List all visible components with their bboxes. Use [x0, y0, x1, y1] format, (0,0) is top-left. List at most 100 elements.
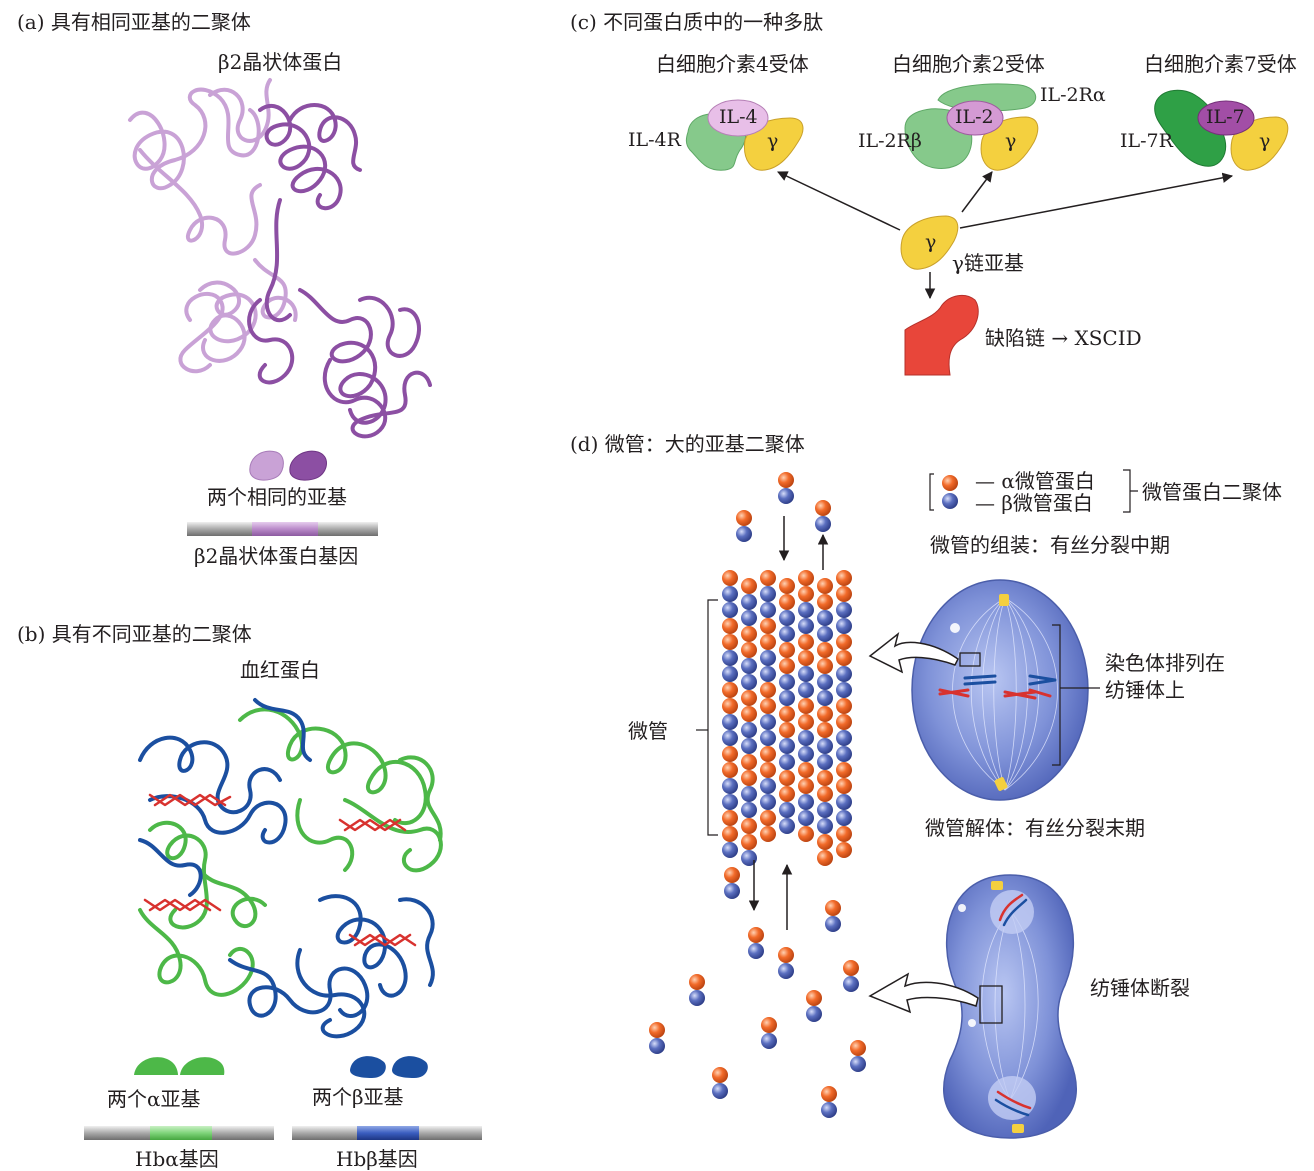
il7-receptor-complex [1154, 89, 1289, 171]
alpha-tubulin-subunit [825, 900, 841, 916]
alpha-tubulin-subunit [741, 690, 757, 706]
gamma-chain-arrows [777, 171, 1234, 300]
alpha-tubulin-subunit [779, 578, 795, 594]
beta-tubulin-subunit [779, 674, 795, 690]
il4-label: IL-4 [719, 106, 758, 128]
hb-beta-gene-caption: Hbβ基因 [336, 1147, 418, 1171]
beta-tubulin-subunit [760, 586, 776, 602]
beta-tubulin-subunit [798, 730, 814, 746]
defective-chain [904, 294, 979, 376]
beta-tubulin-subunit [817, 690, 833, 706]
gamma-chain-symbol: γ [925, 231, 937, 253]
beta-tubulin-subunit [779, 738, 795, 754]
beta-tubulin-subunit [843, 976, 859, 992]
il2-label: IL-2 [955, 106, 994, 128]
hb-beta-gene-bar [292, 1126, 482, 1140]
beta-tubulin-subunit [741, 738, 757, 754]
microtubule-cylinder [722, 570, 852, 866]
alpha-tubulin-subunit [798, 714, 814, 730]
alpha-tubulin-subunit [722, 618, 738, 634]
alpha-tubulin-subunit [817, 594, 833, 610]
alpha-tubulin-subunit [748, 927, 764, 943]
two-beta-subunits-icon [350, 1056, 428, 1078]
il7-label: IL-7 [1206, 106, 1245, 128]
il2-gamma-label: γ [1005, 130, 1017, 152]
beta-tubulin-subunit [722, 778, 738, 794]
spindle-break-label: 纺锤体断裂 [1090, 976, 1190, 1000]
alpha-tubulin-subunit [722, 762, 738, 778]
alpha-tubulin-subunit [836, 634, 852, 650]
beta-tubulin-subunit [798, 746, 814, 762]
alpha-tubulin-subunit [760, 618, 776, 634]
alpha-tubulin-subunit [722, 810, 738, 826]
tubulin-legend-dimer [929, 469, 1138, 513]
beta-tubulin-subunit [836, 666, 852, 682]
alpha-tubulin-subunit [779, 594, 795, 610]
alpha-tubulin-subunit [836, 842, 852, 858]
alpha-tubulin-subunit [760, 746, 776, 762]
beta-tubulin-subunit [798, 618, 814, 634]
alpha-tubulin-subunit [817, 786, 833, 802]
beta-tubulin-subunit [825, 916, 841, 932]
alpha-tubulin-subunit [741, 578, 757, 594]
beta-tubulin-subunit [779, 818, 795, 834]
alpha-tubulin-subunit [843, 960, 859, 976]
alpha-tubulin-subunit [779, 658, 795, 674]
beta-tubulin-subunit [817, 818, 833, 834]
alpha-tubulin-subunit [798, 698, 814, 714]
beta2-crystallin-title: β2晶状体蛋白 [218, 50, 343, 74]
panel-c-heading: (c) 不同蛋白质中的一种多肽 [570, 10, 824, 34]
alpha-tubulin-subunit [806, 990, 822, 1006]
alpha-tubulin-subunit [778, 947, 794, 963]
beta2-crystallin-gene-bar [187, 522, 378, 536]
hb-alpha-gene-bar [84, 1126, 274, 1140]
two-identical-subunits-icon [249, 450, 327, 481]
alpha-tubulin-subunit [741, 834, 757, 850]
beta-tubulin-subunit [836, 682, 852, 698]
beta-tubulin-subunit [817, 754, 833, 770]
two-alpha-subunits-icon [134, 1057, 225, 1075]
beta-tubulin-subunit [760, 778, 776, 794]
beta-tubulin-subunit [779, 754, 795, 770]
alpha-tubulin-subunit [736, 510, 752, 526]
beta-tubulin-subunit [779, 610, 795, 626]
il4r-label: IL-4R [628, 129, 681, 151]
panel-d-heading: (d) 微管：大的亚基二聚体 [570, 432, 805, 456]
beta-tubulin-subunit [798, 682, 814, 698]
il4-receptor-complex [685, 99, 804, 171]
alpha-tubulin-subunit [741, 754, 757, 770]
alpha-tubulin-subunit [760, 698, 776, 714]
alpha-tubulin-subunit [722, 570, 738, 586]
chromosome-label-line2: 纺锤体上 [1105, 678, 1185, 702]
il4-gamma-label: γ [767, 130, 779, 152]
beta-tubulin-subunit [836, 602, 852, 618]
alpha-tubulin-subunit [817, 578, 833, 594]
alpha-tubulin-subunit [836, 714, 852, 730]
beta-tubulin-subunit [798, 666, 814, 682]
beta-tubulin-subunit [712, 1083, 728, 1099]
beta-tubulin-subunit [722, 650, 738, 666]
beta-tubulin-subunit [761, 1033, 777, 1049]
hollow-arrow-disassembly [868, 972, 979, 1014]
assembly-label: 微管的组装：有丝分裂中期 [930, 533, 1170, 557]
alpha-tubulin-subunit [815, 500, 831, 516]
alpha-tubulin-subunit [760, 826, 776, 842]
beta-tubulin-subunit [760, 602, 776, 618]
beta-tubulin-subunit [724, 883, 740, 899]
beta-tubulin-subunit [722, 842, 738, 858]
chromosome-bracket [1052, 624, 1100, 766]
beta-tubulin-subunit [836, 618, 852, 634]
defective-chain-label: 缺陷链 → XSCID [985, 326, 1142, 350]
alpha-tubulin-subunit [760, 570, 776, 586]
beta-tubulin-subunit [741, 802, 757, 818]
beta-tubulin-subunit [760, 714, 776, 730]
beta-tubulin-subunit [779, 802, 795, 818]
beta-tubulin-subunit [798, 602, 814, 618]
beta-tubulin-subunit [817, 802, 833, 818]
beta-tubulin-subunit [836, 810, 852, 826]
alpha-tubulin-subunit [798, 778, 814, 794]
alpha-tubulin-subunit [760, 682, 776, 698]
alpha-tubulin-subunit [817, 770, 833, 786]
alpha-subunits-caption: 两个α亚基 [107, 1087, 201, 1111]
beta-tubulin-subunit [798, 794, 814, 810]
